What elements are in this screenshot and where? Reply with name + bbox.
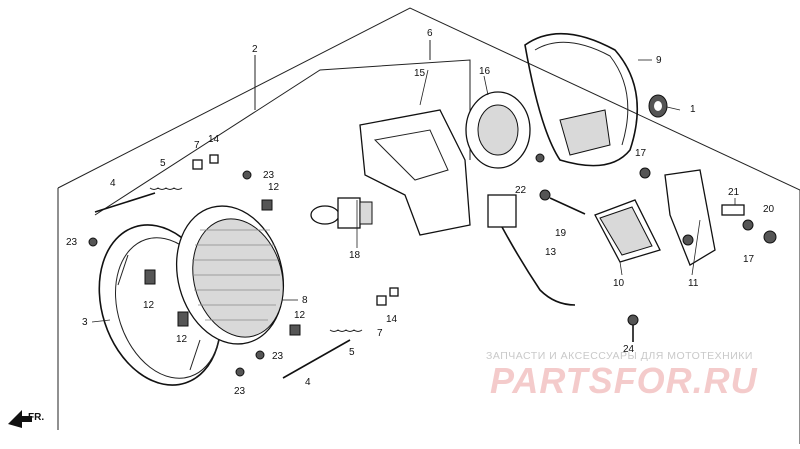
callout-7-top: 7 — [194, 140, 200, 151]
callout-23-b: 23 — [263, 170, 275, 181]
callout-19: 19 — [555, 228, 567, 239]
adjusting-screw-bottom — [282, 287, 399, 379]
assembly-outline — [57, 7, 800, 444]
nut-20 — [763, 230, 777, 244]
bulb — [310, 197, 373, 229]
callout-23-a: 23 — [66, 237, 78, 248]
callout-8: 8 — [302, 295, 308, 306]
callout-7-bottom: 7 — [377, 328, 383, 339]
callout-13: 13 — [545, 247, 557, 258]
callout-15: 15 — [414, 68, 426, 79]
mount-cushion — [594, 199, 661, 263]
collar-21 — [721, 204, 745, 216]
callout-21: 21 — [728, 187, 740, 198]
bracket — [359, 109, 471, 236]
callout-2: 2 — [252, 44, 258, 55]
callout-14-bottom: 14 — [386, 314, 398, 325]
callout-12-d: 12 — [294, 310, 306, 321]
adjusting-screw-top — [94, 154, 219, 213]
callout-22: 22 — [515, 185, 527, 196]
callout-24: 24 — [623, 344, 635, 355]
callout-23-d: 23 — [234, 386, 246, 397]
front-marker-label: FR. — [28, 412, 44, 423]
watermark-tagline: ЗАПЧАСТИ И АКСЕССУАРЫ ДЛЯ МОТОТЕХНИКИ — [486, 350, 753, 362]
socket-cover — [465, 91, 531, 169]
clips-12 — [261, 199, 301, 336]
callout-4-bottom: 4 — [305, 377, 311, 388]
callout-20: 20 — [763, 204, 775, 215]
callout-12-b: 12 — [143, 300, 155, 311]
front-arrow-icon — [8, 410, 32, 428]
callout-1: 1 — [690, 104, 696, 115]
leader-lines — [91, 59, 736, 323]
callout-9: 9 — [656, 55, 662, 66]
callout-6: 6 — [427, 28, 433, 39]
socket-harness — [487, 153, 576, 306]
callout-12-c: 12 — [176, 334, 188, 345]
callout-4-top: 4 — [110, 178, 116, 189]
headlight-case — [524, 32, 639, 167]
callout-18: 18 — [349, 250, 361, 261]
callout-11: 11 — [688, 278, 699, 289]
watermark-logo: PARTSFOR.RU — [490, 360, 758, 401]
callout-23-c: 23 — [272, 351, 284, 362]
callout-5-bottom: 5 — [349, 347, 355, 358]
callout-17-top: 17 — [635, 148, 647, 159]
callout-16: 16 — [479, 66, 491, 77]
headlight-unit — [175, 205, 285, 345]
screws-23 — [88, 170, 265, 377]
bolt-19 — [539, 189, 586, 215]
callout-labels: 1 2 3 4 4 5 5 6 7 7 8 9 10 11 12 12 12 1… — [28, 28, 775, 423]
washers-17 — [639, 167, 754, 231]
callout-14-top: 14 — [208, 134, 220, 145]
bolt-24 — [627, 314, 639, 342]
callout-3: 3 — [82, 317, 88, 328]
grommet — [648, 94, 668, 118]
callout-12-a: 12 — [268, 182, 280, 193]
callout-5-top: 5 — [160, 158, 166, 169]
stay — [664, 169, 716, 266]
callout-17-bottom: 17 — [743, 254, 755, 265]
callout-10: 10 — [613, 278, 625, 289]
